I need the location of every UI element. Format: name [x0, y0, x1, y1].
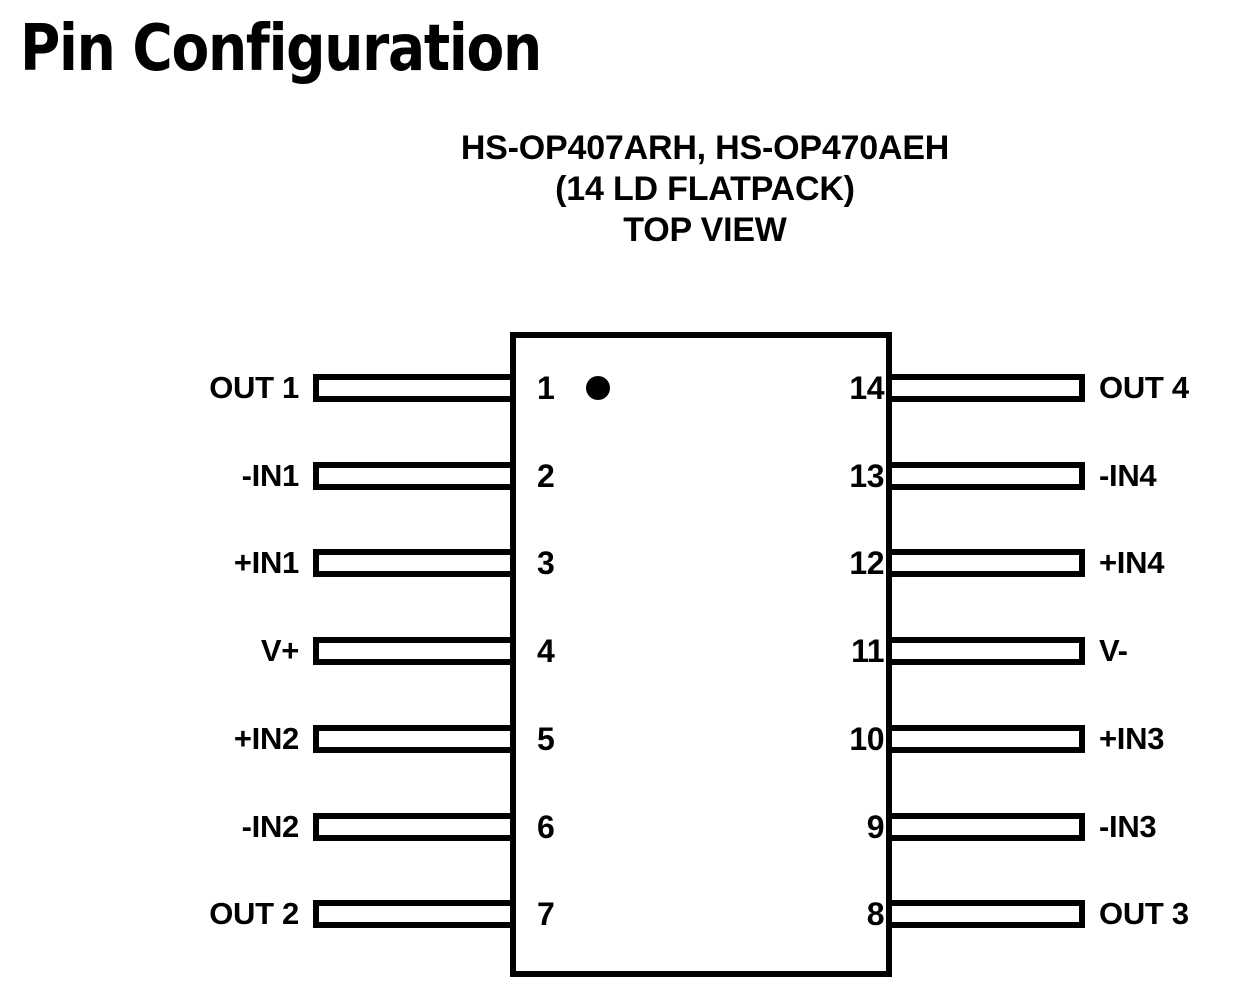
subtitle-package-type: (14 LD FLATPACK) [555, 170, 855, 208]
pin-label-13: -IN4 [1099, 457, 1157, 493]
pin-label-8: OUT 3 [1099, 896, 1189, 932]
pin-number-11: 11 [851, 633, 884, 670]
pin-number-5: 5 [537, 720, 555, 757]
pin-label-3: +IN1 [233, 545, 299, 581]
pin-label-6: -IN2 [241, 808, 300, 844]
pin-number-12: 12 [849, 545, 884, 582]
pin-lead-12 [886, 549, 1085, 578]
pin-lead-10 [886, 724, 1085, 753]
pin1-indicator-dot [586, 376, 610, 400]
pin-label-9: -IN3 [1099, 808, 1157, 844]
pin-lead-5 [313, 724, 516, 753]
pin-number-1: 1 [537, 370, 555, 406]
pin-number-4: 4 [537, 633, 555, 670]
pin-label-11: V- [1099, 633, 1128, 669]
pin-label-4: V+ [260, 633, 299, 669]
pin-lead-13 [886, 461, 1085, 490]
pin-label-7: OUT 2 [209, 896, 299, 932]
pin-lead-9 [886, 812, 1085, 841]
pin-label-10: +IN3 [1099, 720, 1165, 756]
pin-lead-4 [313, 637, 516, 666]
pin-lead-8 [886, 900, 1085, 929]
pin-number-13: 13 [849, 457, 884, 494]
pin-number-8: 8 [866, 896, 885, 933]
pin-lead-6 [313, 812, 516, 841]
pin-lead-3 [313, 549, 516, 578]
subtitle-block: HS-OP407ARH, HS-OP470AEH (14 LD FLATPACK… [0, 128, 1256, 251]
pin-number-14: 14 [849, 370, 884, 406]
pin-lead-2 [313, 461, 516, 490]
pin-number-9: 9 [866, 808, 885, 845]
pin-label-1: OUT 1 [209, 370, 299, 405]
pin-label-2: -IN1 [241, 457, 300, 493]
pin-number-6: 6 [537, 808, 555, 845]
pin-number-2: 2 [537, 457, 555, 494]
pin-label-14: OUT 4 [1099, 370, 1189, 405]
pin-lead-14 [886, 374, 1085, 402]
pin-label-12: +IN4 [1099, 545, 1165, 581]
pin-lead-7 [313, 900, 516, 929]
pin-number-3: 3 [537, 545, 555, 582]
subtitle-part-number: HS-OP407ARH, HS-OP470AEH [460, 129, 950, 167]
pin-lead-11 [886, 637, 1085, 666]
package-body-outline [510, 332, 892, 977]
pin-lead-1 [313, 374, 516, 402]
pin-number-7: 7 [537, 896, 555, 933]
page-title: Pin Configuration [20, 12, 542, 86]
pin-label-5: +IN2 [233, 720, 299, 756]
subtitle-view-orientation: TOP VIEW [623, 211, 787, 249]
pin-number-10: 10 [849, 720, 884, 757]
